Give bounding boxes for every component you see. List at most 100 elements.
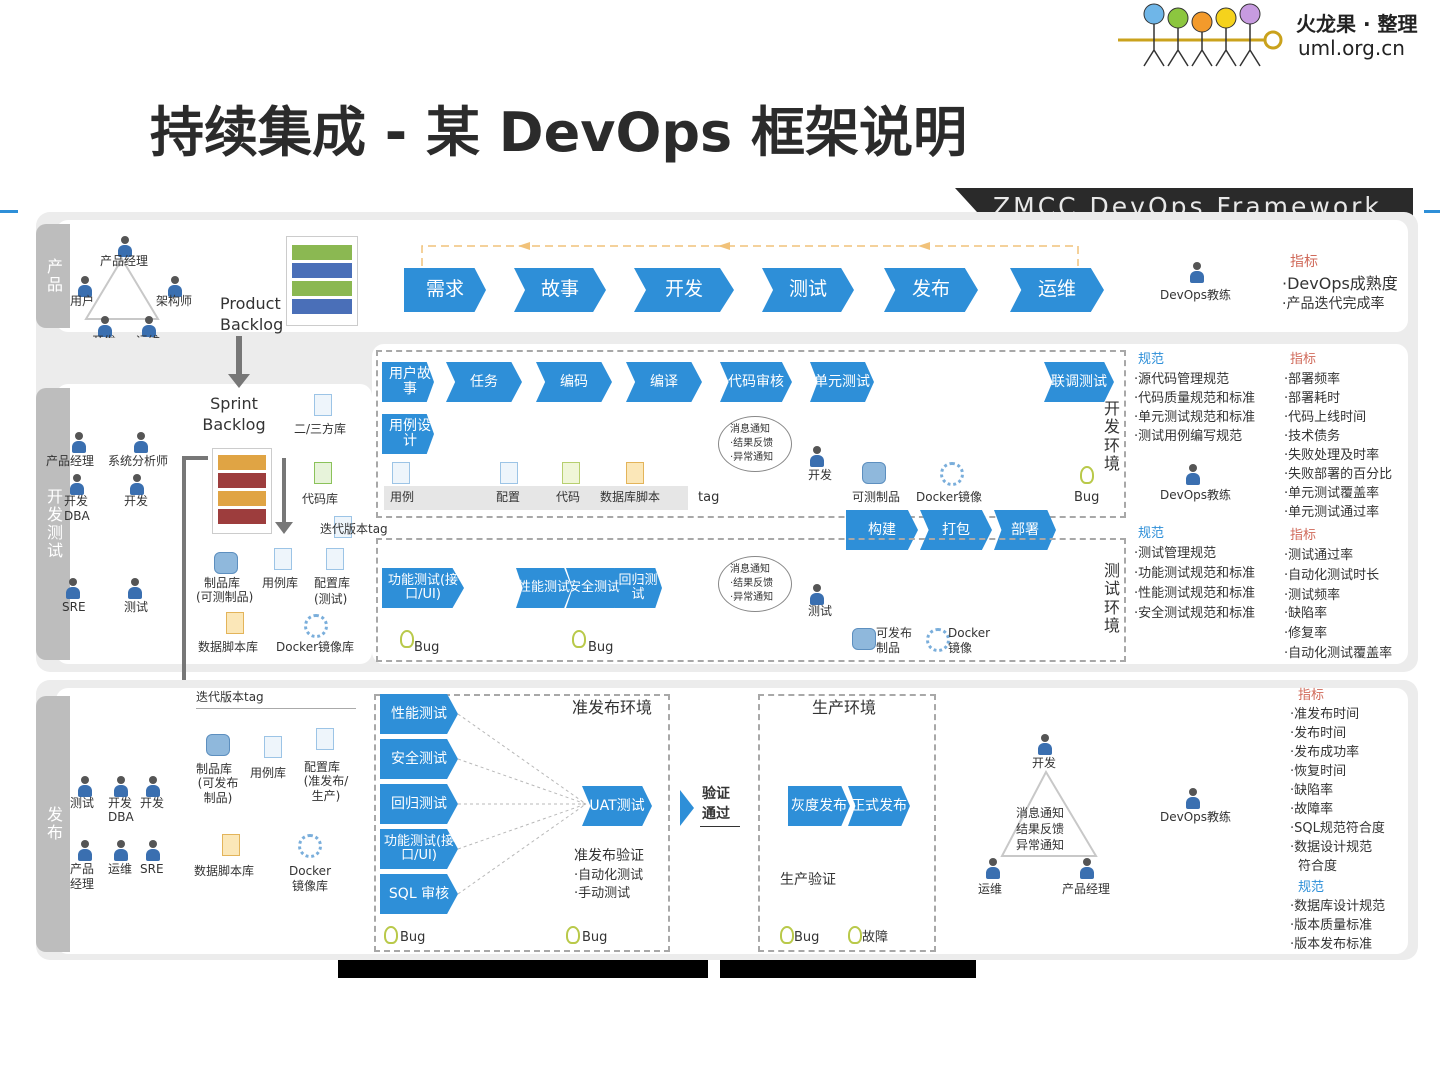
prod-flow-formal: 正式发布 [848, 786, 910, 826]
rel-notify-ops-icon [986, 858, 1000, 880]
dev-spec2-3: ·性能测试规范和标准 [1134, 586, 1256, 601]
lib-config-test: (测试) [314, 592, 348, 606]
product-flow-story: 故事 [514, 268, 606, 312]
sprint-to-release-line-v [182, 456, 186, 688]
test-bug-icon-2 [572, 630, 586, 648]
framework-banner: ZMCC DevOps Framework [955, 188, 1413, 228]
user-icon [78, 276, 92, 298]
rel-metric-8: ·数据设计规范 [1290, 840, 1373, 855]
lib-iter-tag: 迭代版本tag [320, 522, 388, 536]
test-notify-circle [718, 556, 792, 612]
artifact-use-case: 用例 [390, 490, 415, 504]
lib-artifact-repo: 制品库 [204, 576, 241, 590]
dev-flow-code-review: 代码审核 [720, 362, 792, 402]
dev-developer-icon [70, 474, 84, 496]
sprint-to-libs-arrowhead [275, 522, 293, 534]
config-doc-icon [500, 462, 518, 484]
product-backlog-stack [286, 236, 358, 326]
dev-metric2-5: ·修复率 [1284, 626, 1328, 641]
backlog-down-arrow [236, 336, 242, 376]
rel-test-functional: 功能测试(接口/UI) [380, 829, 458, 869]
rel-metric-4: ·恢复时间 [1290, 764, 1347, 779]
dev-spec1-2: ·代码质量规范和标准 [1134, 391, 1256, 406]
dev-notify-2: ·结果反馈 [730, 438, 774, 449]
dev-sre-icon [66, 578, 80, 600]
lib-third-party: 二/三方库 [294, 422, 347, 436]
product-role-user: 用户 [70, 294, 95, 308]
dev-notify-1: 消息通知 [730, 424, 770, 435]
third-party-lib-icon [314, 394, 332, 416]
dev-coach: DevOps教练 [1160, 488, 1232, 502]
pre-env-label: 准发布环境 [572, 698, 653, 717]
test-flow-performance: 性能测试 [516, 568, 572, 608]
lib-docker-repo: Docker镜像库 [276, 640, 355, 654]
rel-metric-9: 符合度 [1298, 859, 1338, 874]
test-flow-functional: 功能测试(接口/UI) [382, 568, 464, 608]
rel-role-ops: 运维 [108, 862, 133, 876]
prod-env-label: 生产环境 [812, 698, 877, 717]
rel-spec-2: ·版本质量标准 [1290, 918, 1373, 933]
prod-verify: 生产验证 [780, 872, 836, 888]
rel-metric-3: ·发布成功率 [1290, 745, 1360, 760]
rel-uat-test: UAT测试 [582, 786, 652, 826]
dev-role-dba: DBA [64, 509, 90, 523]
product-band-inner [56, 220, 1408, 332]
dev-metric1-8: ·单元测试通过率 [1284, 505, 1380, 520]
test-notify-3: ·异常通知 [730, 592, 774, 603]
architect-icon [168, 276, 182, 298]
rel-tests-to-uat-lines [458, 713, 587, 895]
dev-spec2-4: ·安全测试规范和标准 [1134, 606, 1256, 621]
dev-tag: tag [698, 490, 720, 505]
dev-tester-icon [128, 578, 142, 600]
rel-tag-line [196, 708, 356, 709]
product-metric-2: ·产品迭代完成率 [1282, 296, 1385, 312]
dev-notify-circle [718, 416, 792, 472]
dev-metric1-6: ·失败部署的百分比 [1284, 467, 1393, 482]
rel-coach-icon [1186, 788, 1200, 810]
lib-config-repo: 配置库 [314, 576, 351, 590]
pre-verify-title: 准发布验证 [574, 848, 644, 864]
dev-spec1-3: ·单元测试规范和标准 [1134, 410, 1256, 425]
dev-spec1-4: ·测试用例编写规范 [1134, 429, 1243, 444]
rel-lib-case: 用例库 [250, 766, 287, 780]
product-flow-dev: 开发 [634, 268, 734, 312]
db-script-doc-icon [626, 462, 644, 484]
rel-bug-2: Bug [582, 930, 608, 945]
case-repo-icon [274, 548, 292, 570]
dev-bug: Bug [1074, 490, 1100, 505]
product-feedback-arrows [421, 242, 1079, 266]
prod-bug: Bug [794, 930, 820, 945]
rel-test-security: 安全测试 [380, 739, 458, 779]
prod-bug-icon [780, 926, 794, 944]
sprint-backlog-label: Sprint Backlog [202, 394, 266, 434]
dev-bug-icon [1080, 466, 1094, 484]
rel-notify-2: 结果反馈 [1016, 822, 1065, 836]
page-title: 持续集成 - 某 DevOps 框架说明 [150, 101, 967, 164]
dev-analyst-icon [134, 432, 148, 454]
testable-artifact-icon [862, 462, 886, 484]
test-output-docker: Docker镜像 [948, 626, 991, 655]
dev-flow-task: 任务 [446, 362, 522, 402]
product-flow-ops: 运维 [1010, 268, 1104, 312]
pre-release-environment-box [374, 694, 670, 952]
build-flow-deploy: 部署 [994, 510, 1056, 550]
rel-metric-7: ·SQL规范符合度 [1290, 821, 1385, 836]
dev-flow-coding: 编码 [536, 362, 612, 402]
prod-flow-gray: 灰度发布 [788, 786, 850, 826]
dev-metric2-title: 指标 [1290, 528, 1317, 543]
artifact-code: 代码 [556, 490, 581, 504]
dev-spec2-1: ·测试管理规范 [1134, 546, 1217, 561]
rel-lib-config: 配置库 [304, 760, 341, 774]
dev-env-developer: 开发 [808, 468, 833, 482]
rel-role-tester: 测试 [70, 796, 95, 810]
use-case-doc-icon [392, 462, 410, 484]
dev-output-testable: 可测制品 [852, 490, 901, 504]
product-flow-release: 发布 [884, 268, 978, 312]
sprint-to-release-line-h [182, 456, 208, 460]
rel-notify-pm: 产品经理 [1062, 882, 1111, 896]
rel-notify-dev-icon [1038, 734, 1052, 756]
rel-pm-icon [78, 840, 92, 862]
left-rule [0, 210, 18, 213]
dev-metric1-1: ·部署频率 [1284, 372, 1341, 387]
dev-metric1-3: ·代码上线时间 [1284, 410, 1367, 425]
